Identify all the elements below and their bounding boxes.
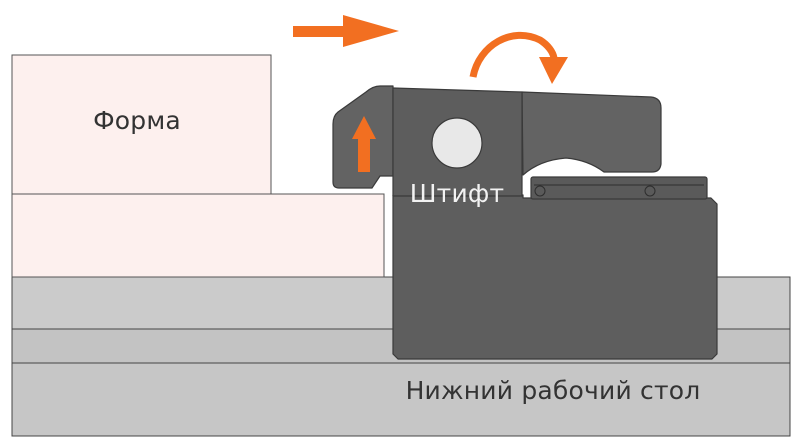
mold-label: Форма xyxy=(93,106,181,135)
pin-circle xyxy=(431,117,483,169)
slide-block xyxy=(530,176,708,200)
curved-arrow-icon xyxy=(539,57,568,84)
arrow-right-icon xyxy=(293,15,399,47)
arrow-up-icon xyxy=(352,116,376,172)
motion-arrows xyxy=(293,15,568,172)
clamp-base-body xyxy=(392,194,718,360)
mold xyxy=(11,54,385,278)
curved-arrow-icon-stroke xyxy=(469,32,558,78)
slide-screw-left xyxy=(534,185,546,197)
table-layer-bottom xyxy=(11,362,791,437)
clamp-assembly xyxy=(332,85,718,360)
worktable-label: Нижний рабочий стол xyxy=(406,376,701,405)
mold-upper-block xyxy=(11,54,272,195)
mold-lower-block xyxy=(11,193,385,278)
slide-screw-right xyxy=(644,185,656,197)
pin-label: Штифт xyxy=(410,179,504,208)
lever-arm xyxy=(521,91,662,176)
